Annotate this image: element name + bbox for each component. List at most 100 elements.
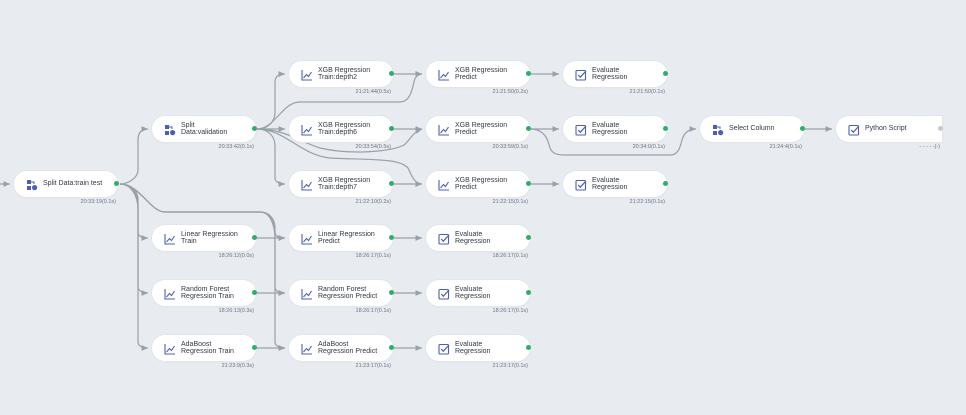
node-label: Select Column	[729, 125, 775, 133]
node-label: Python Script	[865, 125, 907, 133]
node-label: XGB Regression Train:depth2	[318, 66, 371, 82]
node-linreg-predict[interactable]: Linear Regression Predict 18:26:17(0.1s)	[289, 225, 394, 259]
output-port[interactable]	[252, 290, 257, 295]
node-label: XGB Regression Train:depth6	[318, 121, 371, 137]
node-run-time: 18:26:17(0.1s)	[355, 308, 391, 314]
node-run-time: 20:34:0(0.1s)	[632, 144, 665, 150]
node-run-time: 18:26:17(0.1s)	[355, 253, 391, 259]
node-run-time: 21:22:15(0.1s)	[492, 199, 528, 205]
node-run-time: 20:33:19(0.1s)	[80, 199, 116, 205]
node-eval-xgb-2[interactable]: Evaluate Regression 20:34:0(0.1s)	[563, 116, 668, 150]
node-run-time: 18:26:12(0.0s)	[218, 253, 254, 259]
line-chart-icon	[301, 287, 313, 300]
output-port[interactable]	[252, 126, 257, 131]
checkbox-icon	[575, 123, 587, 136]
node-run-time: 21:23:9(0.3s)	[221, 363, 254, 369]
output-port[interactable]	[526, 290, 531, 295]
node-label: Evaluate Regression	[455, 340, 491, 356]
node-run-time: 18:26:17(0.1s)	[492, 308, 528, 314]
line-chart-icon	[301, 232, 313, 245]
node-eval-linreg[interactable]: Evaluate Regression 18:26:17(0.1s)	[426, 225, 531, 259]
node-label: Split Data:train test	[43, 180, 103, 188]
line-chart-icon	[164, 232, 176, 245]
output-port[interactable]	[389, 235, 394, 240]
line-chart-icon	[164, 287, 176, 300]
node-label: XGB Regression Predict	[455, 176, 508, 192]
output-port[interactable]	[663, 126, 668, 131]
node-xgb-predict-2[interactable]: XGB Regression Predict 20:33:59(0.1s)	[426, 116, 531, 150]
node-run-time: 18:26:17(0.1s)	[492, 253, 528, 259]
split-data-icon	[712, 123, 724, 136]
node-run-time: 21:23:17(0.1s)	[355, 363, 391, 369]
output-port[interactable]	[800, 126, 805, 131]
output-port[interactable]	[114, 181, 119, 186]
node-label: Linear Regression Predict	[318, 230, 375, 246]
node-label: Evaluate Regression	[592, 121, 628, 137]
node-run-time: 20:33:59(0.1s)	[492, 144, 528, 150]
output-port[interactable]	[526, 126, 531, 131]
output-port[interactable]	[389, 126, 394, 131]
output-port[interactable]	[389, 181, 394, 186]
output-port[interactable]	[938, 126, 943, 131]
node-eval-ada[interactable]: Evaluate Regression 21:23:17(0.1s)	[426, 335, 531, 369]
node-xgb-predict-1[interactable]: XGB Regression Predict 21:21:50(0.2s)	[426, 61, 531, 95]
output-port[interactable]	[526, 181, 531, 186]
node-label: Evaluate Regression	[455, 285, 491, 301]
output-port[interactable]	[526, 71, 531, 76]
node-run-time: 21:24:4(0.1s)	[769, 144, 802, 150]
split-data-icon	[26, 178, 38, 191]
output-port[interactable]	[526, 345, 531, 350]
node-xgb-predict-3[interactable]: XGB Regression Predict 21:22:15(0.1s)	[426, 171, 531, 205]
node-label: Evaluate Regression	[455, 230, 491, 246]
edge-split-to-validation	[119, 126, 149, 185]
line-chart-icon	[164, 342, 176, 355]
node-run-time: 21:22:15(0.1s)	[629, 199, 665, 205]
edge-split-to-ada-predict	[119, 183, 286, 351]
output-port[interactable]	[389, 345, 394, 350]
checkbox-icon	[575, 68, 587, 81]
node-run-time: 21:21:50(0.1s)	[629, 89, 665, 95]
node-label: XGB Regression Predict	[455, 121, 508, 137]
edge-split-to-ada	[119, 183, 149, 351]
node-python-script[interactable]: Python Script - - - - -(-)	[836, 116, 943, 150]
checkbox-icon	[438, 287, 450, 300]
node-ada-predict[interactable]: AdaBoost Regression Predict 21:23:17(0.1s…	[289, 335, 394, 369]
output-port[interactable]	[389, 71, 394, 76]
output-port[interactable]	[389, 290, 394, 295]
node-eval-rf[interactable]: Evaluate Regression 18:26:17(0.1s)	[426, 280, 531, 314]
output-port[interactable]	[252, 235, 257, 240]
edge-split-to-rf	[119, 183, 149, 296]
node-linreg-train[interactable]: Linear Regression Train 18:26:12(0.0s)	[152, 225, 257, 259]
node-run-time: 21:23:17(0.1s)	[492, 363, 528, 369]
output-port[interactable]	[663, 181, 668, 186]
node-run-time: 21:21:50(0.2s)	[492, 89, 528, 95]
split-data-icon	[164, 123, 176, 136]
output-port[interactable]	[252, 345, 257, 350]
node-split-train-test[interactable]: Split Data:train test 20:33:19(0.1s)	[14, 171, 119, 205]
node-label: Linear Regression Train	[181, 230, 238, 246]
checkbox-icon	[575, 178, 587, 191]
output-port[interactable]	[526, 235, 531, 240]
line-chart-icon	[438, 68, 450, 81]
line-chart-icon	[438, 123, 450, 136]
node-label: Random Forest Regression Predict	[318, 285, 378, 301]
node-label: Random Forest Regression Train	[181, 285, 234, 301]
node-label: XGB Regression Train:depth7	[318, 176, 371, 192]
node-rf-predict[interactable]: Random Forest Regression Predict 18:26:17…	[289, 280, 394, 314]
node-select-column[interactable]: Select Column 21:24:4(0.1s)	[700, 116, 805, 150]
checkbox-icon	[438, 232, 450, 245]
line-chart-icon	[301, 68, 313, 81]
node-label: XGB Regression Predict	[455, 66, 508, 82]
node-label: AdaBoost Regression Predict	[318, 340, 378, 356]
output-port[interactable]	[663, 71, 668, 76]
node-run-time: - - - - -(-)	[919, 144, 940, 150]
